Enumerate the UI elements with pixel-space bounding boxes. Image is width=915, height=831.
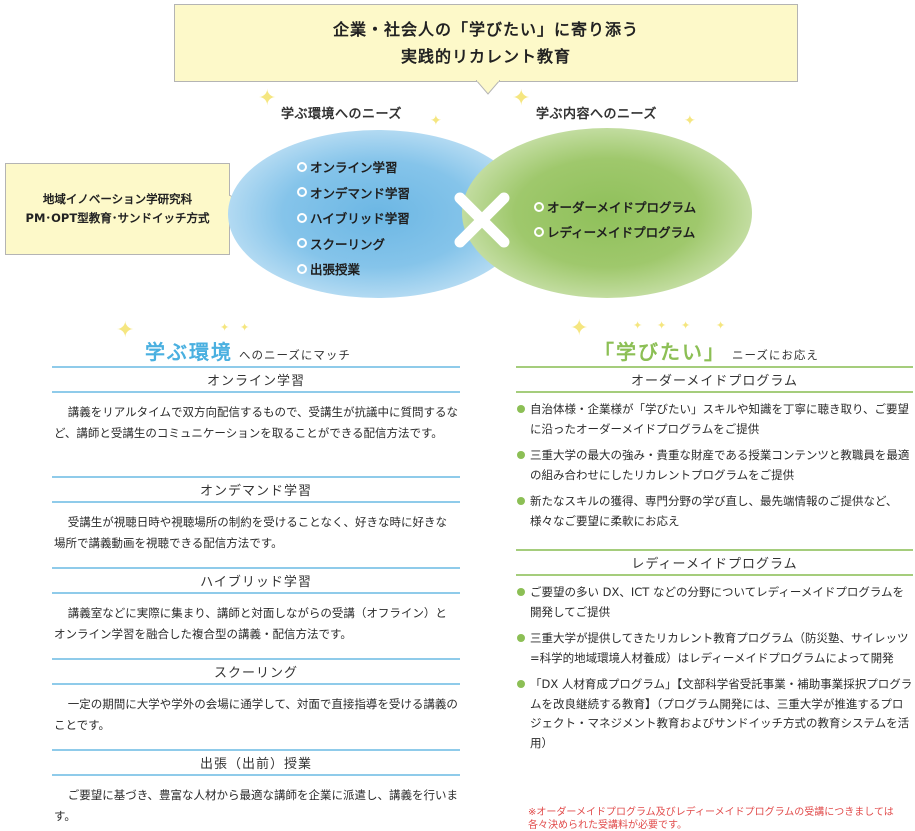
- sparkle-icon: ✦: [430, 113, 442, 129]
- order-made-bullets: 自治体様・企業様が「学びたい」スキルや知識を丁寧に聴き取り、ご要望に沿ったオーダ…: [516, 393, 913, 549]
- graduate-school-note: 地域イノベーション学研究科 PM･OPT型教育･サンドイッチ方式: [5, 163, 230, 255]
- circle-bullet-icon: [297, 187, 307, 198]
- content-option: オーダーメイドプログラム: [534, 194, 696, 219]
- circle-bullet-icon: [297, 212, 307, 223]
- bullet-dot-icon: [517, 680, 525, 688]
- sparkle-icon: ✦: [258, 86, 277, 111]
- content-needs-label: 学ぶ内容へのニーズ: [536, 107, 657, 122]
- learning-content-blob: [462, 128, 752, 298]
- environment-section-header: 学ぶ環境へのニーズにマッチ: [145, 336, 351, 365]
- environment-section-title: 学ぶ環境: [145, 340, 233, 364]
- sparkle-icon: ✦: [681, 319, 691, 332]
- environment-option: スクーリング: [297, 231, 410, 257]
- environment-option: 出張授業: [297, 256, 410, 282]
- environment-option: オンデマンド学習: [297, 180, 410, 206]
- item-title-on-demand: オンデマンド学習: [52, 476, 460, 503]
- bullet-dot-icon: [517, 588, 525, 596]
- ready-made-bullets: ご要望の多い DX、ICT などの分野についてレディーメイドプログラムを開発して…: [516, 576, 913, 753]
- tuition-footnote: ※オーダーメイドプログラム及びレディーメイドプログラムの受講につきましては各々決…: [528, 807, 894, 831]
- list-item: 三重大学の最大の強み・貴重な財産である授業コンテンツと教職員を最適の組み合わせに…: [516, 446, 913, 485]
- bullet-dot-icon: [517, 497, 525, 505]
- content-option: レディーメイドプログラム: [534, 219, 696, 244]
- headline-line-1: 企業・社会人の「学びたい」に寄り添う: [332, 20, 639, 39]
- environment-details: オンライン学習 講義をリアルタイムで双方向配信するもので、受講生が抗議中に質問す…: [52, 366, 460, 827]
- item-title-online: オンライン学習: [52, 366, 460, 393]
- environment-options-list: オンライン学習 オンデマンド学習 ハイブリッド学習 スクーリング 出張授業: [297, 154, 410, 282]
- item-desc-online: 講義をリアルタイムで双方向配信するもので、受講生が抗議中に質問するなど、講師と受…: [54, 405, 458, 440]
- sparkle-icon: ✦: [570, 316, 589, 341]
- environment-option: オンライン学習: [297, 154, 410, 180]
- sparkle-icon: ✦: [633, 319, 643, 332]
- item-title-schooling: スクーリング: [52, 658, 460, 685]
- environment-option: ハイブリッド学習: [297, 205, 410, 231]
- sparkle-icon: ✦: [716, 319, 726, 332]
- wants-section-subtitle: ニーズにお応え: [732, 348, 819, 362]
- program-details: オーダーメイドプログラム 自治体様・企業様が「学びたい」スキルや知識を丁寧に聴き…: [516, 366, 913, 760]
- item-desc-hybrid: 講義室などに実際に集まり、講師と対面しながらの受講（オフライン）とオンライン学習…: [54, 606, 447, 641]
- item-desc-schooling: 一定の期間に大学や学外の会場に通学して、対面で直接指導を受ける講義のことです。: [54, 697, 458, 732]
- sparkle-icon: ✦: [512, 86, 531, 111]
- circle-bullet-icon: [534, 226, 544, 237]
- wants-section-header: 「学びたい」ニーズにお応え: [594, 336, 819, 365]
- list-item: 新たなスキルの獲得、専門分野の学び直し、最先端情報のご提供など、様々なご要望に柔…: [516, 492, 913, 531]
- graduate-school-name: 地域イノベーション学研究科: [42, 192, 193, 206]
- list-item: 自治体様・企業様が「学びたい」スキルや知識を丁寧に聴き取り、ご要望に沿ったオーダ…: [516, 400, 913, 439]
- sparkle-icon: ✦: [116, 318, 135, 343]
- bullet-dot-icon: [517, 634, 525, 642]
- headline-pointer: [476, 80, 500, 95]
- content-options-list: オーダーメイドプログラム レディーメイドプログラム: [534, 194, 696, 244]
- headline-box: 企業・社会人の「学びたい」に寄り添う 実践的リカレント教育: [174, 4, 798, 82]
- list-item: 三重大学が提供してきたリカレント教育プログラム（防災塾、サイレッツ=科学的地域環…: [516, 629, 913, 668]
- wants-section-title: 「学びたい」: [594, 340, 726, 364]
- environment-needs-label: 学ぶ環境へのニーズ: [281, 107, 402, 122]
- circle-bullet-icon: [534, 201, 544, 212]
- headline-line-2: 実践的リカレント教育: [400, 47, 571, 66]
- item-desc-on-demand: 受講生が視聴日時や視聴場所の制約を受けることなく、好きな時に好きな場所で講義動画…: [54, 515, 447, 550]
- circle-bullet-icon: [297, 263, 307, 274]
- sparkle-icon: ✦: [684, 113, 696, 129]
- item-title-hybrid: ハイブリッド学習: [52, 567, 460, 594]
- circle-bullet-icon: [297, 238, 307, 249]
- sparkle-icon: ✦: [240, 321, 250, 334]
- list-item: 「DX 人材育成プログラム」【文部科学省受託事業・補助事業採択プログラムを改良継…: [516, 675, 913, 753]
- item-desc-onsite-lecture: ご要望に基づき、豊富な人材から最適な講師を企業に派遣し、講義を行います。: [54, 788, 458, 823]
- sparkle-icon: ✦: [220, 321, 230, 334]
- bullet-dot-icon: [517, 451, 525, 459]
- multiply-cross-icon: [454, 192, 510, 248]
- item-title-ready-made: レディーメイドプログラム: [516, 549, 913, 576]
- bullet-dot-icon: [517, 405, 525, 413]
- circle-bullet-icon: [297, 161, 307, 172]
- environment-section-subtitle: へのニーズにマッチ: [239, 348, 351, 362]
- item-title-order-made: オーダーメイドプログラム: [516, 366, 913, 393]
- education-method: PM･OPT型教育･サンドイッチ方式: [25, 211, 210, 225]
- list-item: ご要望の多い DX、ICT などの分野についてレディーメイドプログラムを開発して…: [516, 583, 913, 622]
- sparkle-icon: ✦: [657, 319, 667, 332]
- item-title-onsite-lecture: 出張（出前）授業: [52, 749, 460, 776]
